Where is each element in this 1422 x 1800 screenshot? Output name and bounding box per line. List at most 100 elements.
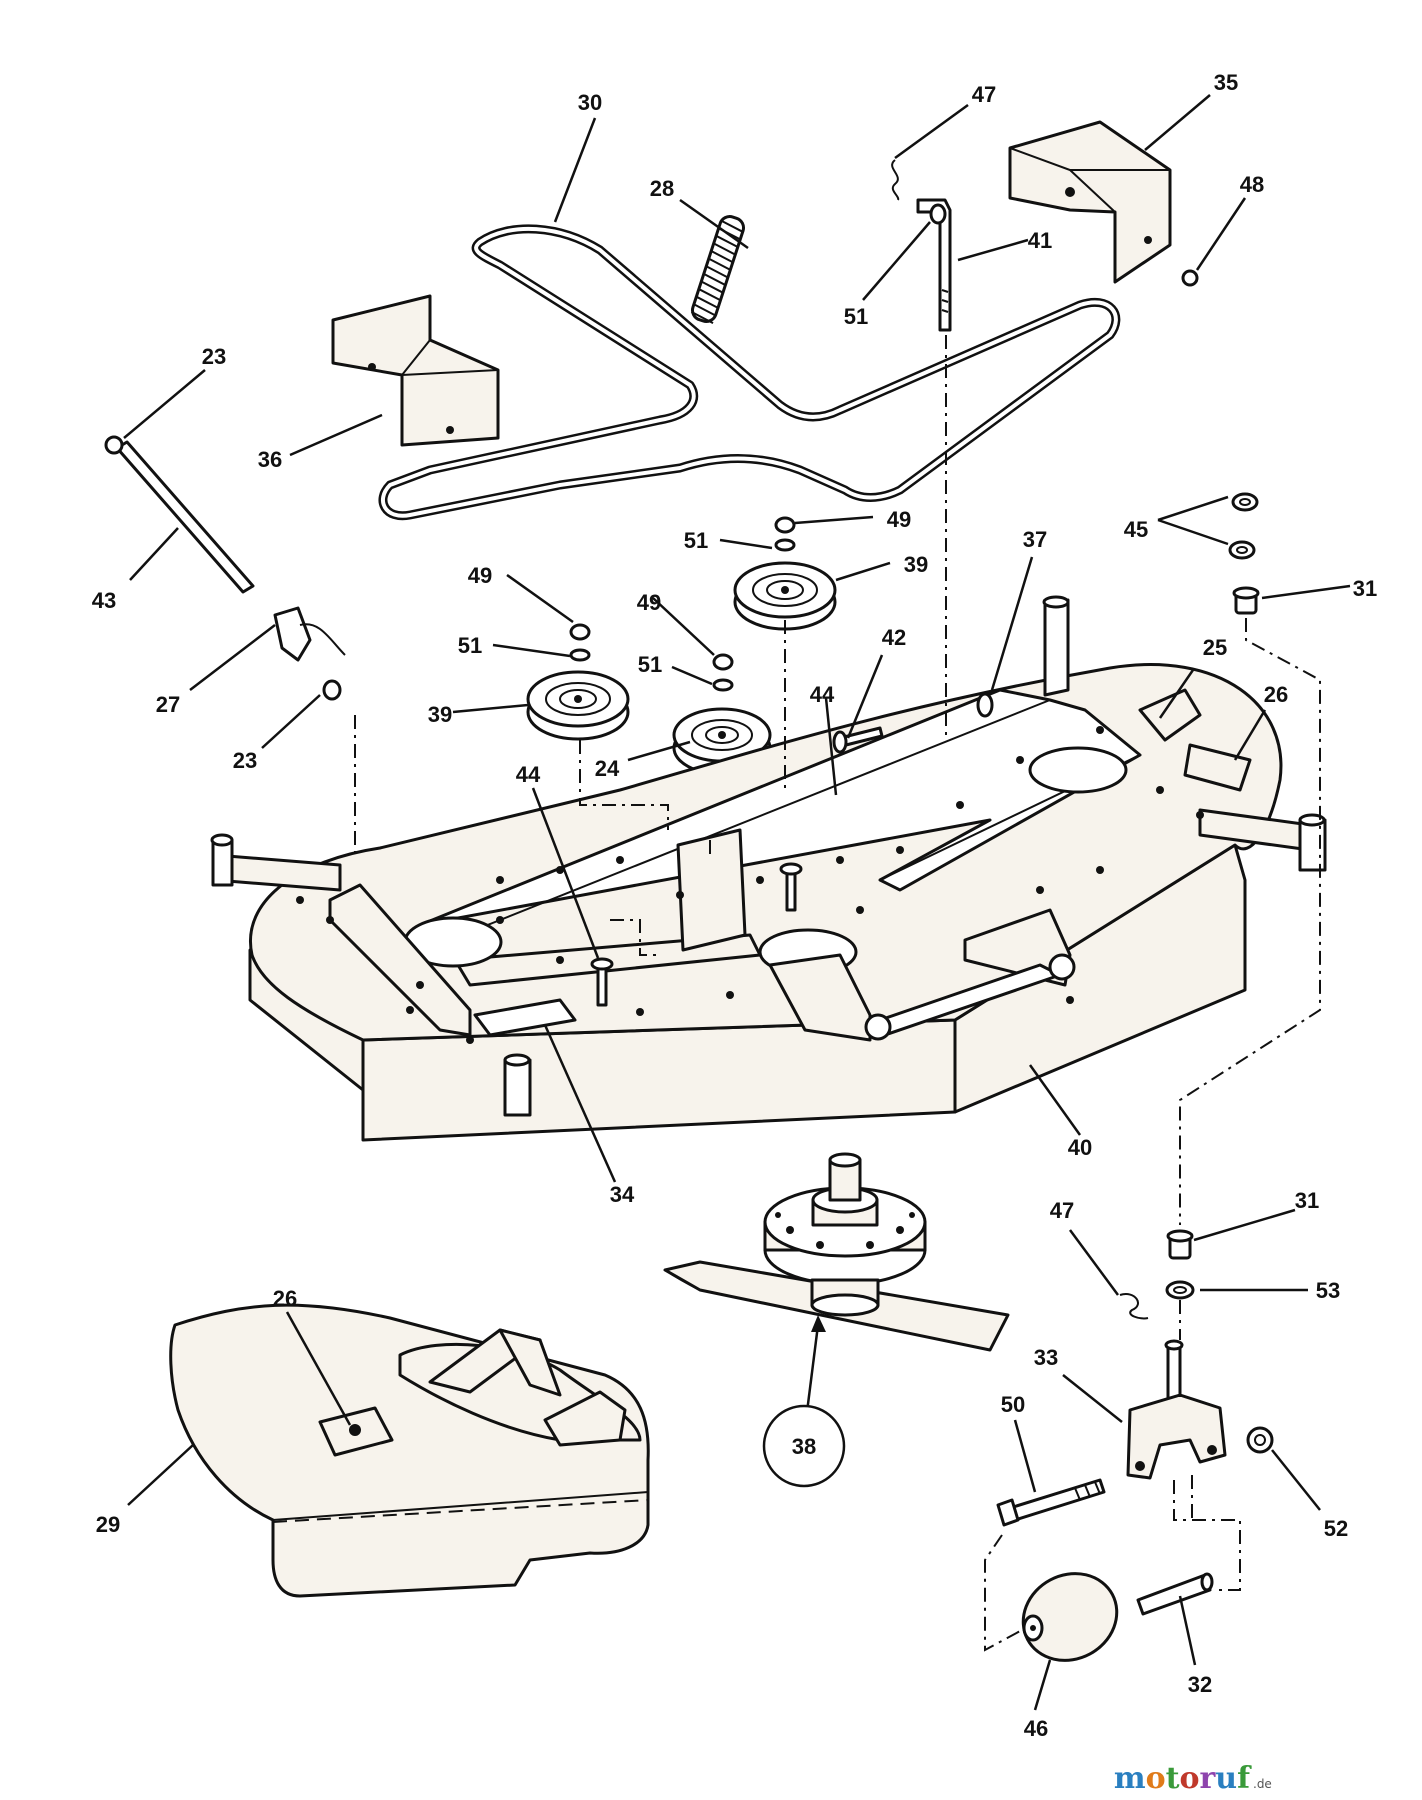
pulley-39-left [526, 670, 630, 741]
deck-bolt-hole [856, 906, 864, 914]
watermark-letter: o [1179, 1761, 1199, 1796]
callout-47-bottom: 47 [1050, 1198, 1074, 1223]
assembly-center-lines [354, 335, 1321, 1652]
caster-yoke-33 [1126, 1339, 1227, 1480]
callout-23-bottom: 23 [233, 748, 257, 773]
callout-49-left: 49 [468, 563, 492, 588]
deck-bolt-hole [406, 1006, 414, 1014]
deck-bolt-hole [466, 1036, 474, 1044]
callout-47-top: 47 [972, 82, 996, 107]
spacers-45 [1228, 492, 1259, 560]
deck-bolt-hole [296, 896, 304, 904]
deck-bolt-hole [1156, 786, 1164, 794]
deck-bolt-hole [1016, 756, 1024, 764]
spring-coil [693, 303, 716, 317]
spindle-callout-circle [762, 1404, 846, 1488]
callout-34: 34 [610, 1182, 635, 1207]
watermark-letter: f [1237, 1761, 1252, 1796]
lift-rod [104, 435, 255, 594]
nut-49-left [569, 623, 591, 641]
hair-pin-clip-top [891, 159, 900, 201]
deck-bolt-hole [1096, 866, 1104, 874]
motoruf-watermark: motoruf .de [1114, 1761, 1272, 1796]
washer-51-right [774, 538, 796, 552]
leader-lines [123, 94, 1351, 1711]
svg-text:motoruf: motoruf [1114, 1761, 1252, 1796]
watermark-letter: t [1166, 1761, 1180, 1796]
deck-shield-29 [169, 1303, 650, 1598]
callout-52: 52 [1324, 1516, 1348, 1541]
spring-coil [700, 280, 724, 294]
axle-sleeve-32 [1136, 1572, 1214, 1616]
callout-37: 37 [1023, 527, 1047, 552]
deck-bolt-hole [496, 916, 504, 924]
bolt-44-left [590, 957, 614, 1007]
spring-coil [698, 288, 721, 302]
bolt-50 [996, 1478, 1106, 1527]
deck-bolt-hole [756, 876, 764, 884]
callout-31-bottom: 31 [1295, 1188, 1319, 1213]
belt-shield-right [1008, 120, 1172, 284]
nut-37 [976, 692, 994, 718]
callout-50: 50 [1001, 1392, 1025, 1417]
drive-belt [378, 224, 1121, 521]
callout-39-right: 39 [904, 552, 928, 577]
caster-wheel-46 [1021, 1572, 1119, 1662]
deck-bolt-hole [1196, 811, 1204, 819]
callout-38: 38 [792, 1434, 816, 1459]
deck-bolt-hole [416, 981, 424, 989]
callout-49-mid: 49 [637, 590, 661, 615]
spring-coil [715, 234, 739, 248]
callout-42: 42 [882, 625, 906, 650]
washer-51-top [929, 203, 947, 225]
callout-36: 36 [258, 447, 282, 472]
callout-28: 28 [650, 176, 674, 201]
deck-bolt-hole [676, 891, 684, 899]
deck-bolt-hole [616, 856, 624, 864]
bushing-31-top [1232, 586, 1260, 615]
deck-bolt-hole [836, 856, 844, 864]
callout-24: 24 [595, 756, 620, 781]
callout-40: 40 [1068, 1135, 1092, 1160]
belt-shield-left [331, 294, 500, 447]
nut-49-right [774, 516, 796, 534]
hair-pin-clip-bottom [1119, 1293, 1149, 1320]
watermark-letter: u [1215, 1761, 1237, 1796]
callout-32: 32 [1188, 1672, 1212, 1697]
pulley-39-right [733, 561, 837, 631]
spring-coil [710, 250, 734, 264]
deck-bolt-hole [896, 846, 904, 854]
callout-29: 29 [96, 1512, 120, 1537]
bolt-42 [832, 726, 884, 754]
callout-30: 30 [578, 90, 602, 115]
deck-bolt-hole [1066, 996, 1074, 1004]
deck-bolt-hole [956, 801, 964, 809]
bolt-44-right [779, 862, 803, 912]
callout-48: 48 [1240, 172, 1264, 197]
idler-rod [916, 198, 952, 332]
deck-bolt-hole [636, 1008, 644, 1016]
callout-51-left: 51 [458, 633, 482, 658]
spring-coil [695, 295, 719, 309]
callout-45: 45 [1124, 517, 1148, 542]
callout-25: 25 [1203, 635, 1227, 660]
callout-44-right: 44 [810, 682, 835, 707]
spring-coil [708, 257, 731, 271]
callout-26-deck: 26 [1264, 682, 1288, 707]
deck-bolt-hole [496, 876, 504, 884]
washer-51-left [569, 648, 591, 662]
spring-coil [705, 265, 729, 279]
spring-coil [690, 311, 714, 325]
callout-51-right: 51 [684, 528, 708, 553]
callout-46: 46 [1024, 1716, 1048, 1741]
pivot-bracket-27 [273, 606, 346, 662]
deck-bolt-hole [556, 866, 564, 874]
washer-53 [1165, 1280, 1195, 1300]
callout-51-top: 51 [844, 304, 868, 329]
watermark-letter: m [1114, 1761, 1146, 1796]
watermark-letter: o [1146, 1761, 1166, 1796]
spring-coil [720, 219, 744, 233]
callout-44-left: 44 [516, 762, 541, 787]
spindle-blade-assembly [663, 1152, 1010, 1352]
